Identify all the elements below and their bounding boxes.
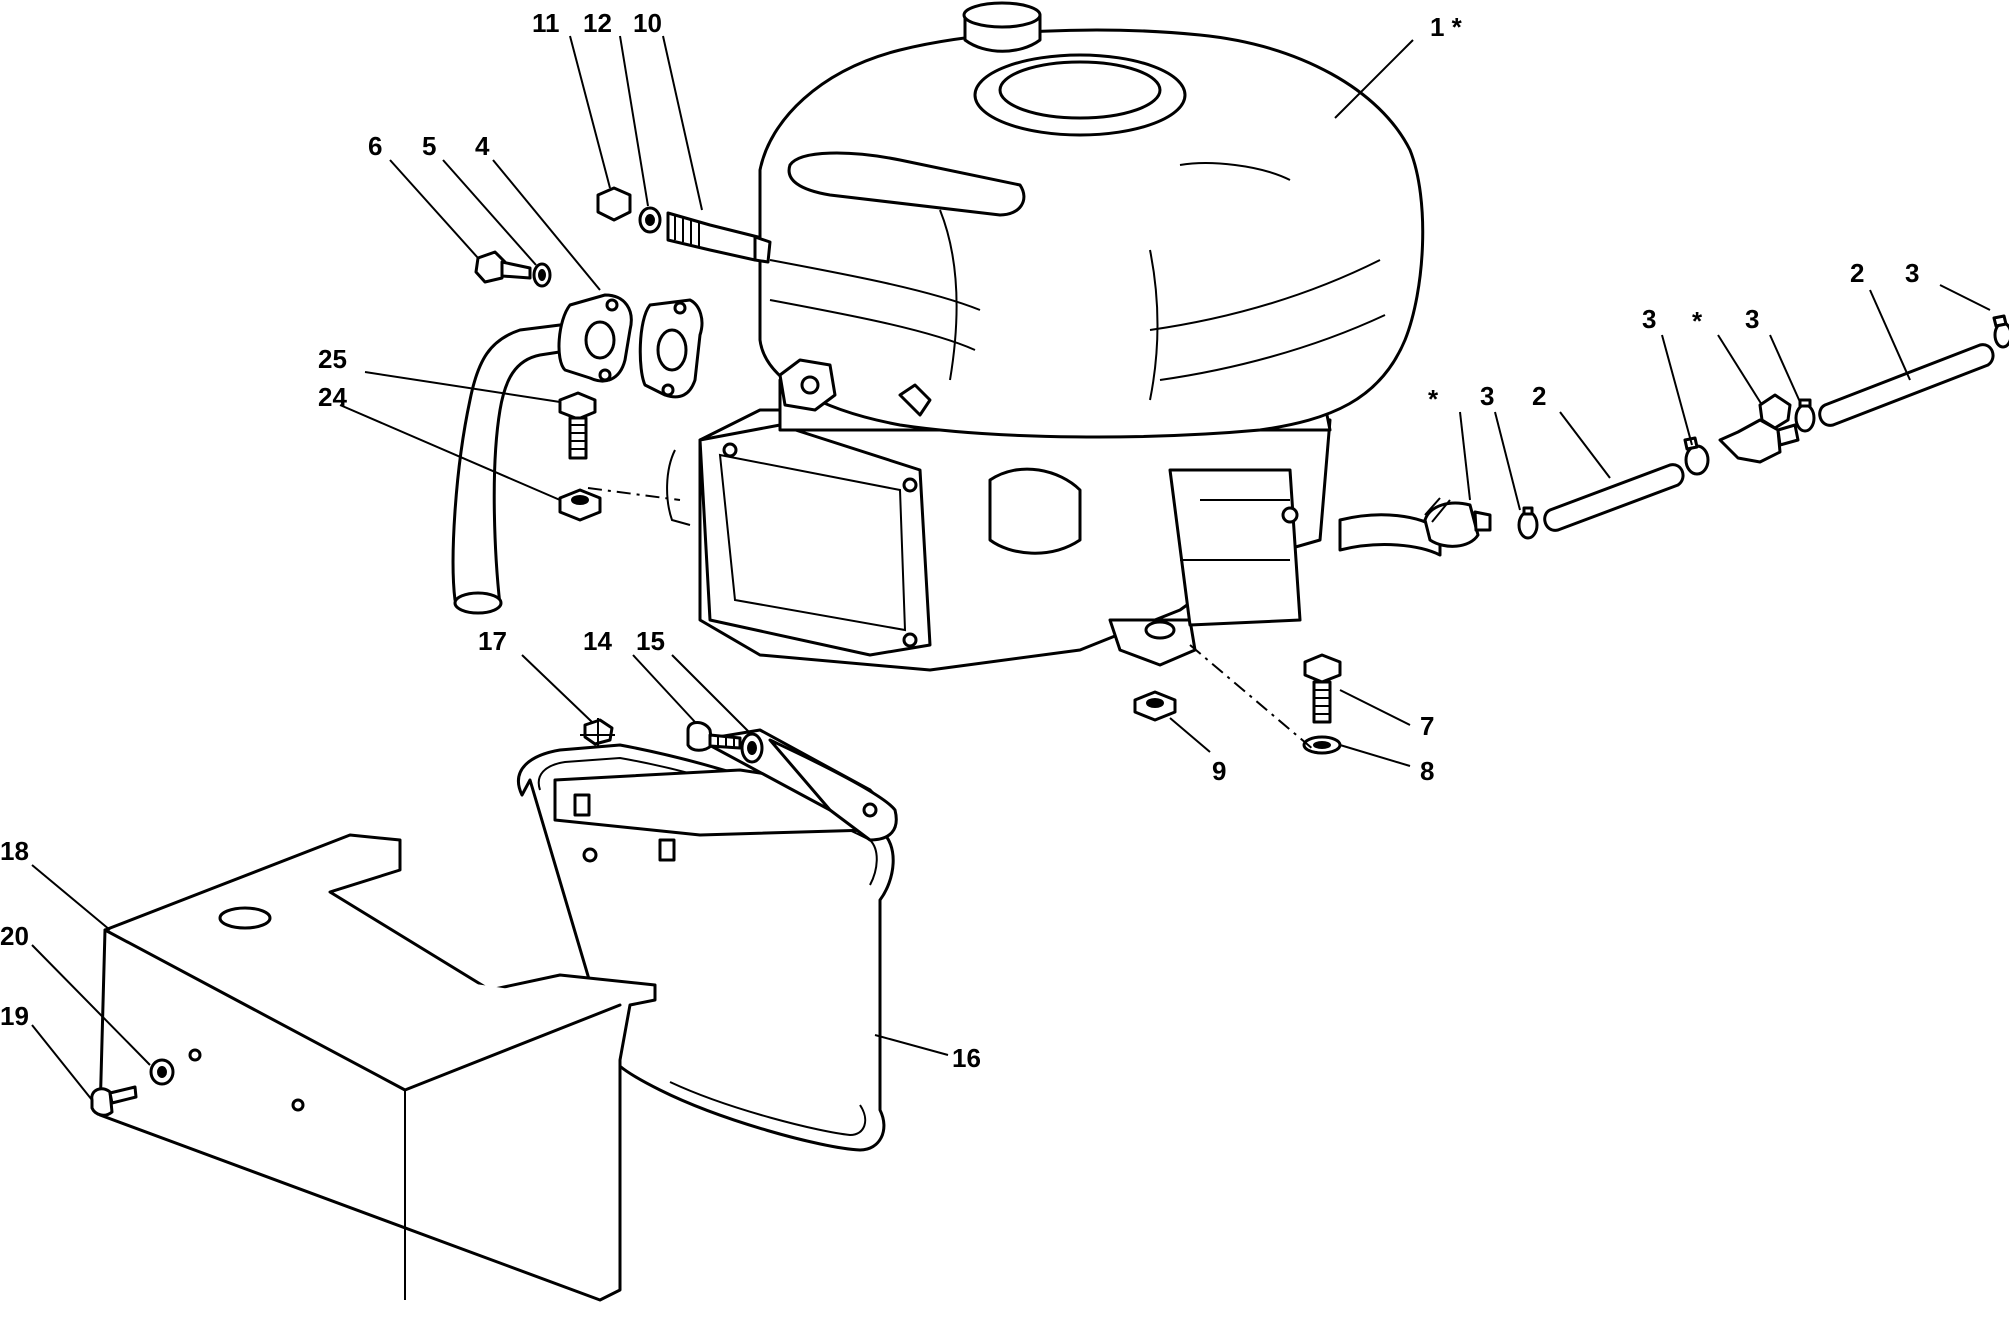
- callout-star-2: *: [1692, 306, 1703, 336]
- callout-2a: 2: [1532, 381, 1546, 411]
- bolt-7-washer-8-nut-9: [1133, 644, 1342, 756]
- callout-9: 9: [1212, 756, 1226, 786]
- callout-12: 12: [583, 8, 612, 38]
- callout-25: 25: [318, 344, 347, 374]
- callout-14: 14: [583, 626, 612, 656]
- callout-6: 6: [368, 131, 382, 161]
- callout-19: 19: [0, 1001, 29, 1031]
- engine-block: [666, 1, 1442, 672]
- bolt-19-washer-20: [90, 1058, 175, 1117]
- bolt-25-nut-24: [558, 391, 681, 522]
- callout-3c: 3: [1745, 304, 1759, 334]
- fuel-line-parts: [1423, 314, 2009, 548]
- callout-17: 17: [478, 626, 507, 656]
- callout-3a: 3: [1480, 381, 1494, 411]
- callout-15: 15: [636, 626, 665, 656]
- leader-lines: [31, 35, 1991, 1101]
- callout-5: 5: [422, 131, 436, 161]
- callout-11: 11: [532, 8, 560, 38]
- callout-labels: 1 * 2 2 3 3 3 3 4 5 6 7 8 9 10 11 12 14 …: [0, 8, 1919, 1073]
- stud-10-nut-11-washer-12: [596, 186, 772, 264]
- callout-star-1: *: [1428, 384, 1439, 414]
- callout-10: 10: [633, 8, 662, 38]
- callout-3b: 3: [1642, 304, 1656, 334]
- callout-7: 7: [1420, 711, 1434, 741]
- callout-20: 20: [0, 921, 29, 951]
- bolt-6-washer-5: [474, 250, 552, 288]
- callout-1: 1 *: [1430, 12, 1463, 42]
- callout-18: 18: [0, 836, 29, 866]
- heat-shield-18: [98, 833, 657, 1302]
- bolt-14-washer-15-nut-17: [580, 718, 764, 764]
- callout-8: 8: [1420, 756, 1434, 786]
- callout-2b: 2: [1850, 258, 1864, 288]
- callout-16: 16: [952, 1043, 981, 1073]
- callout-24: 24: [318, 382, 347, 412]
- callout-3d: 3: [1905, 258, 1919, 288]
- callout-4: 4: [475, 131, 490, 161]
